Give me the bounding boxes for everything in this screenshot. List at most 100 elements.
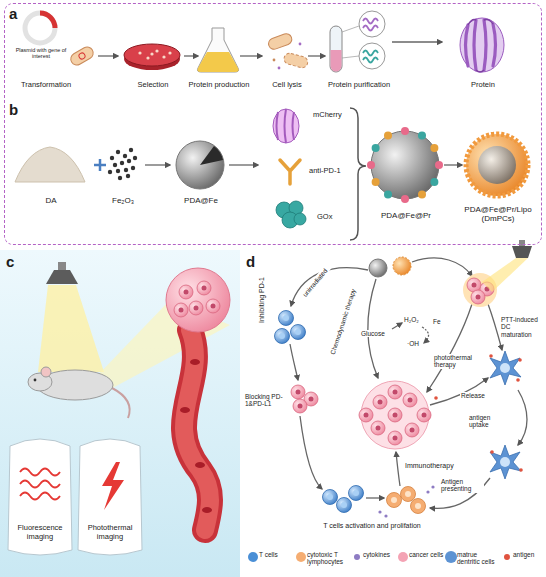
cytokines — [378, 485, 434, 517]
iron-oxide-particles — [116, 150, 120, 154]
lysed-cells — [273, 59, 276, 62]
text-holder: Protein purification — [318, 81, 400, 90]
plasmid-icon — [25, 13, 55, 43]
petri-dish — [155, 49, 158, 52]
antibody-icon — [280, 160, 300, 184]
iron-oxide-particles — [108, 148, 137, 180]
mouse — [28, 367, 130, 418]
legend-holder: matrue dentritic cells — [457, 551, 501, 566]
cytokines — [426, 490, 429, 493]
legend-item: cancer cells — [398, 551, 446, 575]
label-holder: Release — [460, 392, 486, 399]
step-arrow — [229, 164, 258, 165]
plasmid-icon — [25, 13, 55, 43]
figure-label: Cell lysis — [261, 81, 313, 90]
imaging-panel: cFluorescence imagingPhotothermal imagin… — [0, 250, 240, 577]
lamp — [46, 270, 78, 284]
figure-label: ·OH — [406, 340, 420, 347]
legend-holder: antigen — [513, 551, 534, 558]
flask — [197, 52, 238, 72]
pda-fe-pr-sphere — [401, 195, 409, 203]
text-holder: PDA@Fe@Pr — [374, 211, 438, 220]
fluorescence-waves — [20, 481, 60, 488]
legend-text: cancer cells — [409, 551, 443, 558]
label-holder: ·OH — [406, 340, 420, 347]
cycle-arrow — [518, 390, 527, 445]
figure-label: anti-PD-1 — [309, 167, 341, 176]
blood-vessel — [180, 330, 212, 530]
petri-dish — [146, 56, 149, 59]
antigens — [490, 450, 494, 454]
panel-letter: c — [6, 253, 14, 270]
label-holder: T cells activation and prolifation — [307, 522, 437, 530]
gox-enzyme — [276, 201, 306, 228]
text-holder: Transformation — [11, 81, 81, 90]
panel-letter: a — [9, 5, 17, 22]
figure-label: Protein purification — [318, 81, 400, 90]
label-holder: Antigen presenting — [440, 478, 484, 493]
text-holder: Photothermal imaging — [79, 524, 141, 541]
pda-fe-pr-sphere — [430, 178, 438, 186]
pda-fe-pr-sphere — [435, 161, 443, 169]
nanoparticles — [393, 257, 411, 275]
blood-vessel — [184, 330, 210, 530]
pda-fe-pr-sphere — [372, 178, 380, 186]
purification-tube — [359, 11, 385, 37]
iron-oxide-particles — [131, 166, 135, 170]
figure-label: PTT-induced DC maturation — [500, 316, 542, 338]
tumor — [166, 268, 230, 332]
pda-fe-sphere — [176, 141, 224, 189]
laser-lamp — [482, 258, 528, 292]
flask — [197, 28, 238, 72]
lysed-cells — [267, 32, 293, 51]
tumor — [197, 281, 211, 295]
lysed-cells — [278, 67, 281, 70]
figure-label: Inhibiting PD-1 — [258, 269, 266, 331]
label-holder: photothermal therapy — [433, 354, 479, 369]
iron-oxide-particles — [110, 156, 114, 160]
blood-vessel — [195, 462, 205, 468]
antigens — [434, 354, 523, 472]
text-holder: PDA@Fe@Pr/Lipo (DmPCs) — [463, 205, 533, 223]
pda-fe-pr-sphere — [430, 144, 438, 152]
label-holder: Inhibiting PD-1 — [258, 269, 266, 331]
tumor — [189, 301, 203, 315]
figure-label: photothermal therapy — [433, 354, 479, 369]
figure-label: Protein — [457, 81, 509, 90]
legend-text: T cells — [259, 551, 278, 558]
text-holder: Plasmid with gene of interest — [12, 47, 70, 60]
imaging-window — [8, 439, 142, 555]
cycle-arrow — [366, 497, 384, 498]
pda-fe-pr-sphere — [367, 127, 443, 203]
legend-swatch — [248, 552, 258, 562]
cytokines — [431, 485, 434, 488]
step-arrow — [145, 164, 170, 165]
liposome-sphere — [466, 134, 528, 196]
petri-dish — [150, 52, 153, 55]
pda-fe-pr-sphere — [418, 190, 426, 198]
liposome-sphere — [466, 134, 528, 196]
purification-tube — [330, 26, 342, 72]
purification-tube — [342, 26, 359, 32]
imaging-window — [8, 439, 72, 555]
figure-label: Photothermal imaging — [79, 524, 141, 541]
legend-text: cytotoxic T lymphocytes — [307, 551, 351, 566]
laser-lamp — [482, 240, 532, 292]
label-holder: unirradiated — [295, 261, 334, 306]
antigens — [489, 354, 493, 358]
legend-swatch — [398, 552, 408, 562]
tumor-cluster — [388, 385, 402, 399]
legend-text: antigen — [513, 551, 534, 558]
figure-label: GOx — [317, 213, 332, 222]
t-cells — [275, 311, 364, 513]
figure-label: antigen uptake — [468, 414, 504, 429]
liposome-sphere — [478, 146, 516, 184]
iron-oxide-particles — [116, 169, 120, 173]
t-cells — [323, 490, 338, 505]
dendritic-cells — [490, 351, 521, 385]
bracket — [350, 108, 366, 240]
lysed-cells — [283, 52, 309, 69]
legend-item: antigen — [502, 551, 544, 575]
tumor-cluster — [405, 423, 419, 437]
pda-fe-pr-sphere — [384, 132, 392, 140]
